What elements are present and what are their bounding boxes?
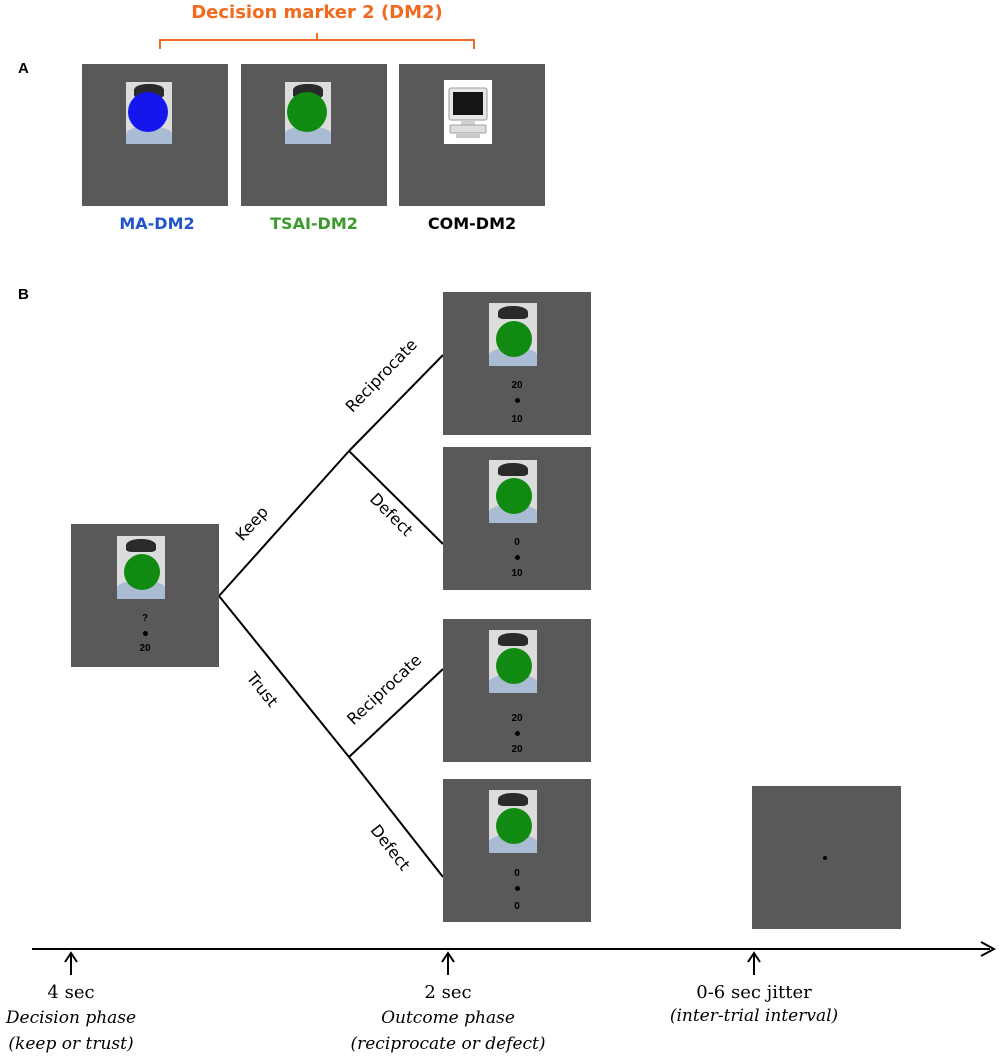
decision-bottom-value: 20 xyxy=(139,643,151,654)
computer-icon xyxy=(448,87,488,138)
green-disc-marker xyxy=(496,321,532,357)
separator-dot xyxy=(515,731,520,736)
outcome-bottom-value: 10 xyxy=(511,568,523,579)
green-disc-marker xyxy=(287,92,327,132)
face-photo xyxy=(489,460,537,523)
face-photo xyxy=(126,82,172,144)
outcome-top-value: 20 xyxy=(511,380,523,391)
decision-top-value: ? xyxy=(141,613,149,624)
timeline-detail-outcome: (reciprocate or defect) xyxy=(350,1034,546,1054)
green-disc-marker xyxy=(124,554,160,590)
timeline-phase-iti: (inter-trial interval) xyxy=(669,1006,839,1026)
outcome-screen-4: 0 0 xyxy=(443,779,591,922)
screen-ma-dm2 xyxy=(82,64,228,206)
separator-dot xyxy=(515,555,520,560)
face-photo xyxy=(285,82,331,144)
timeline-time-decision: 4 sec xyxy=(47,982,95,1003)
face-photo xyxy=(117,536,165,599)
separator-dot xyxy=(515,886,520,891)
timeline-detail-decision: (keep or trust) xyxy=(8,1034,134,1054)
face-photo xyxy=(489,630,537,693)
condition-label-ma: MA-DM2 xyxy=(119,214,195,233)
outcome-screen-3: 20 20 xyxy=(443,619,591,762)
screen-tsai-dm2 xyxy=(241,64,387,206)
panel-b-label: B xyxy=(18,286,29,303)
green-disc-marker xyxy=(496,648,532,684)
outcome-screen-2: 0 10 xyxy=(443,447,591,590)
outcome-bottom-value: 10 xyxy=(511,414,523,425)
green-disc-marker xyxy=(496,808,532,844)
decision-screen: ? 20 xyxy=(71,524,219,667)
outcome-screen-1: 20 10 xyxy=(443,292,591,435)
separator-dot xyxy=(143,631,148,636)
condition-label-com: COM-DM2 xyxy=(427,214,517,233)
dm2-title: Decision marker 2 (DM2) xyxy=(191,2,443,23)
face-photo xyxy=(489,303,537,366)
outcome-bottom-value: 0 xyxy=(514,901,520,912)
outcome-bottom-value: 20 xyxy=(511,744,523,755)
outcome-top-value: 0 xyxy=(514,537,520,548)
panel-a-label: A xyxy=(18,60,29,77)
green-disc-marker xyxy=(496,478,532,514)
timeline-phase-outcome: Outcome phase xyxy=(381,1008,515,1028)
iti-screen xyxy=(752,786,901,929)
face-photo xyxy=(489,790,537,853)
timeline-time-outcome: 2 sec xyxy=(424,982,472,1003)
blue-disc-marker xyxy=(128,92,168,132)
outcome-top-value: 20 xyxy=(511,713,523,724)
dm2-bracket xyxy=(159,33,475,49)
computer-photo xyxy=(444,80,492,144)
outcome-top-value: 0 xyxy=(514,868,520,879)
fixation-dot xyxy=(823,856,827,860)
screen-com-dm2 xyxy=(399,64,545,206)
timeline-time-iti: 0-6 sec jitter xyxy=(696,982,812,1003)
timeline-phase-decision: Decision phase xyxy=(5,1008,137,1028)
separator-dot xyxy=(515,398,520,403)
condition-label-tsai: TSAI-DM2 xyxy=(270,214,358,233)
